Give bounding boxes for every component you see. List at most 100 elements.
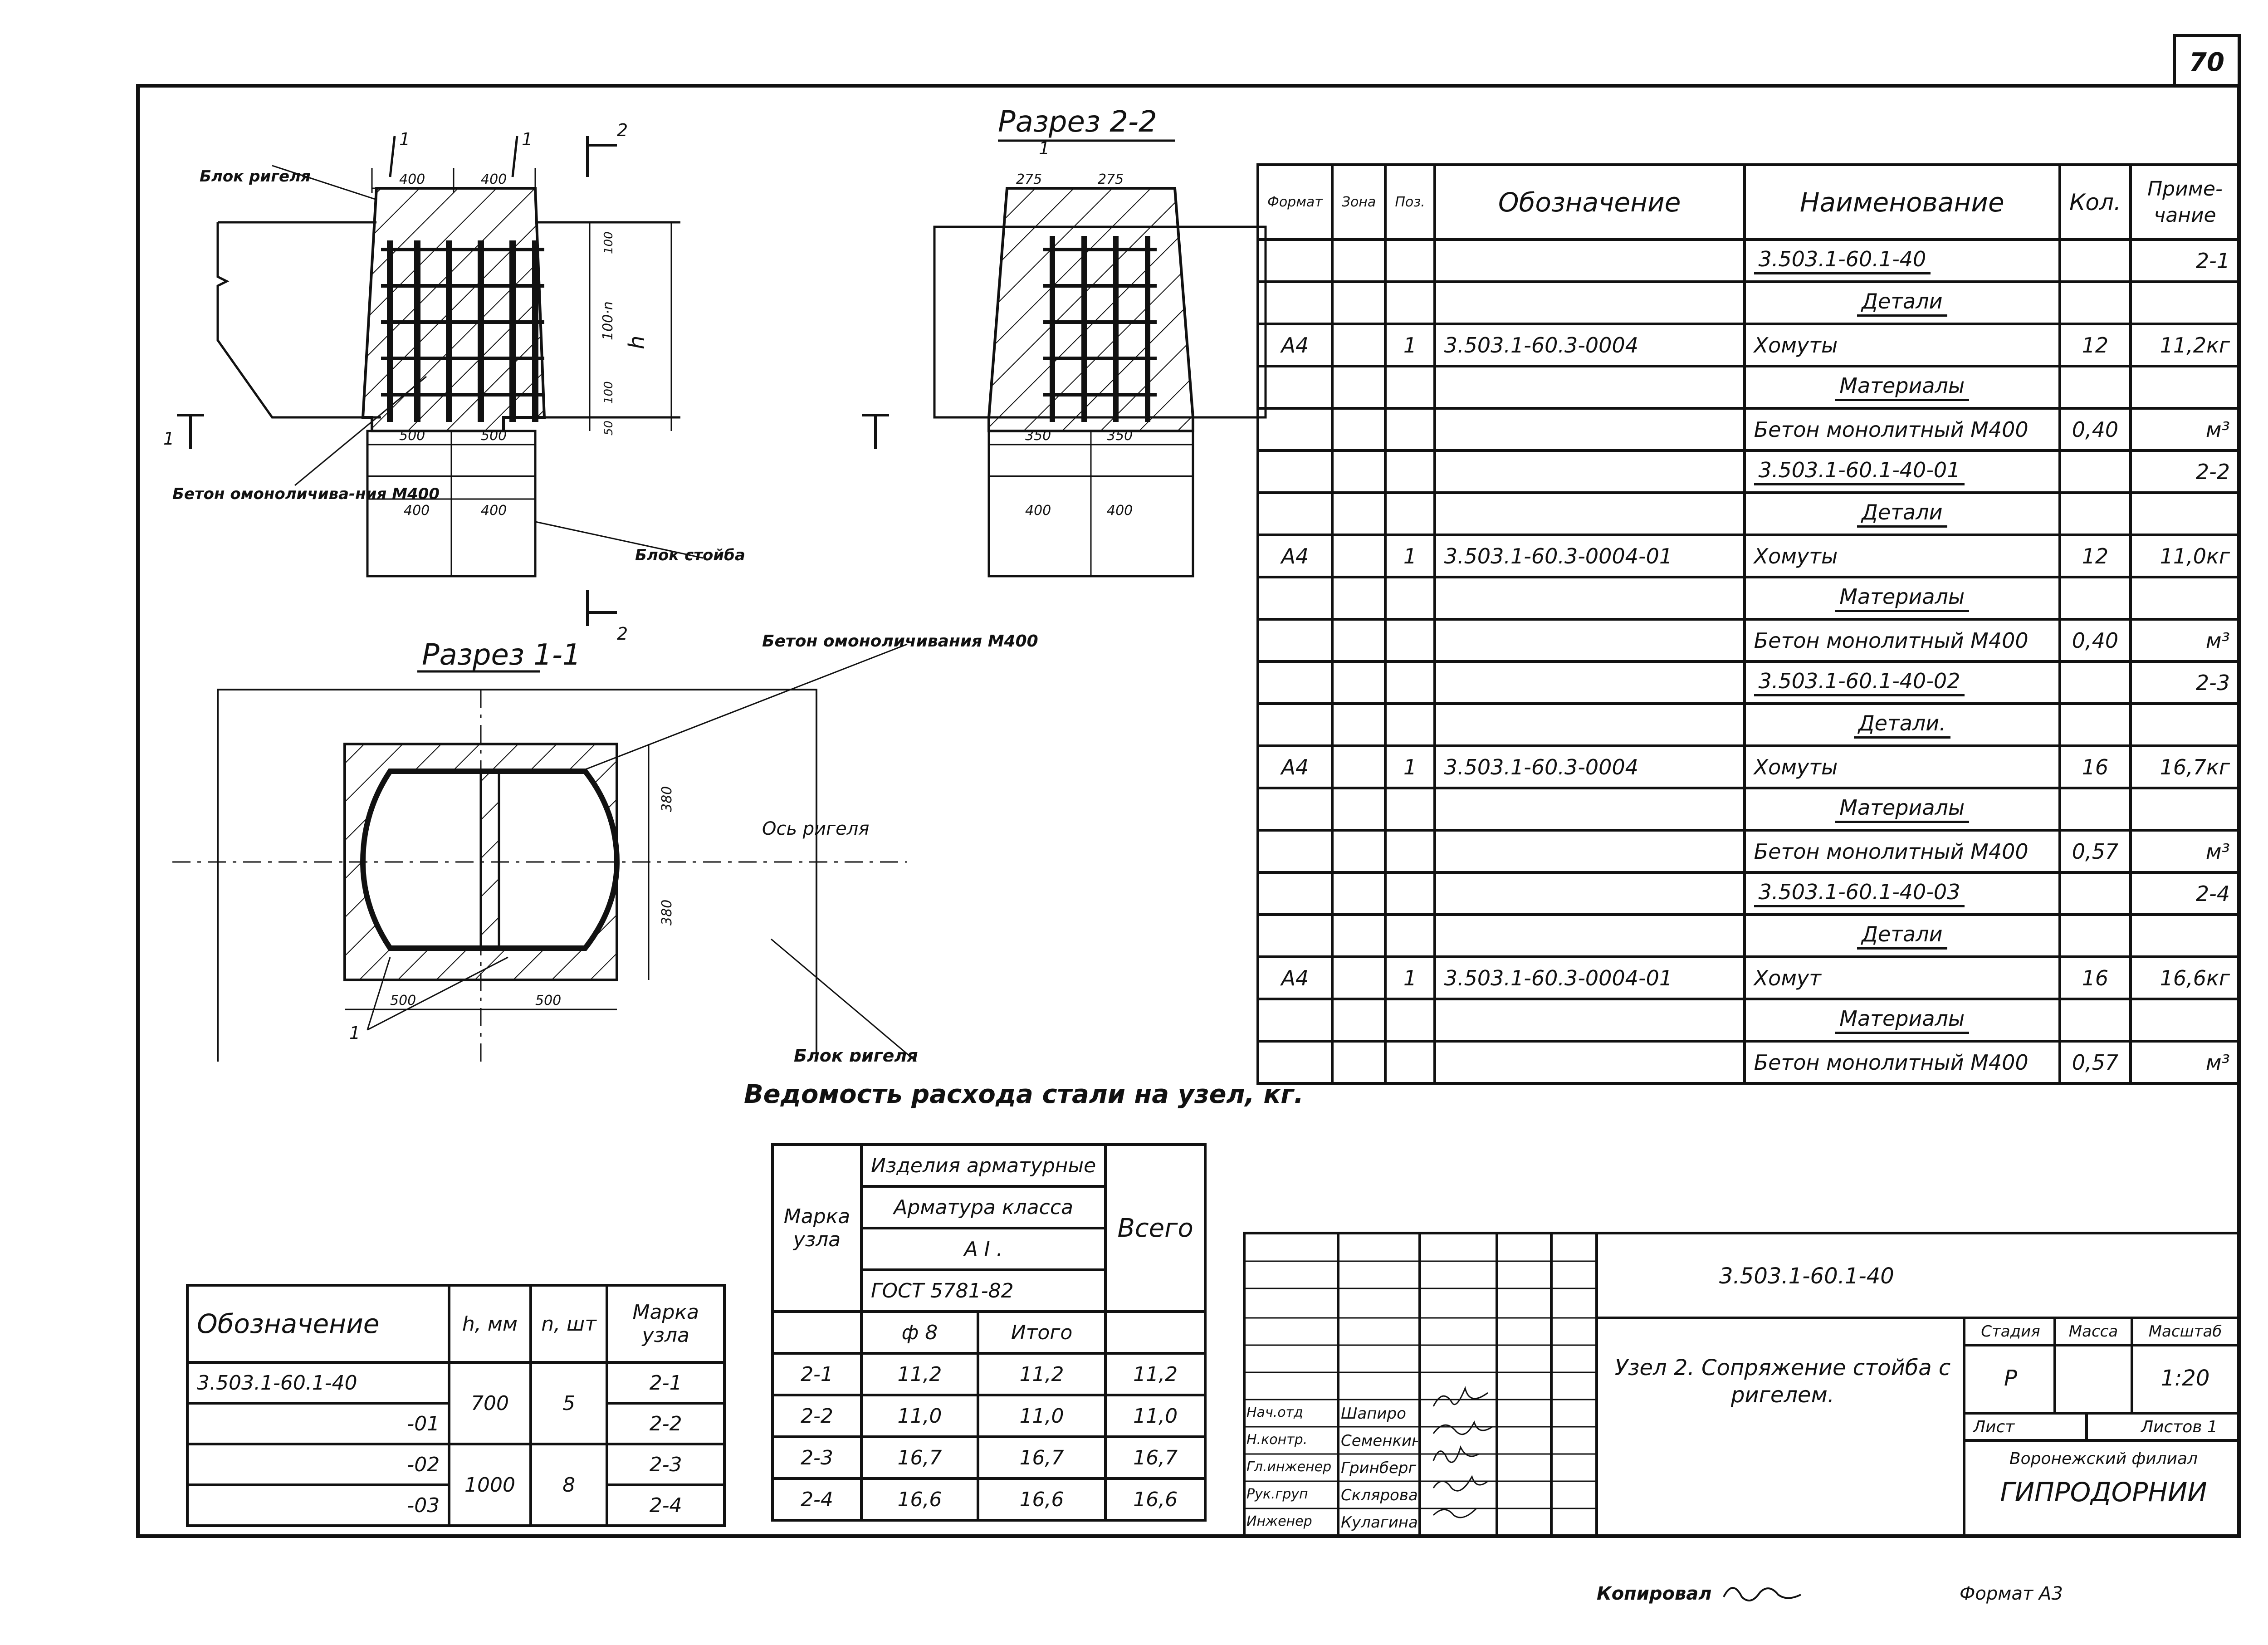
spec-cell-qty: 0,57: [2058, 1040, 2132, 1085]
mark-2-bottom: 2: [617, 624, 628, 644]
spec-cell-name: Хомуты: [1743, 744, 2061, 789]
title-mass-header: Масса: [2068, 1322, 2118, 1341]
spec-header-note: Приме-чание: [2129, 163, 2241, 241]
spec-cell-designation: 3.503.1-60.3-0004: [1433, 323, 1746, 367]
spec-cell-qty: 12: [2058, 534, 2132, 578]
spec-cell-name: Хомуты: [1743, 323, 2061, 367]
desig-row-3-mark: 2-3: [606, 1443, 726, 1486]
spec-cell-format: А4: [1256, 955, 1334, 1000]
steel-cell-mark: 2-1: [771, 1352, 863, 1396]
steel-header-ai: А I .: [860, 1227, 1107, 1271]
spec-cell-designation: 3.503.1-60.3-0004-01: [1433, 534, 1746, 578]
spec-cell-name: Бетон монолитный М400: [1743, 1040, 2061, 1085]
signer-name: Семенкин: [1341, 1432, 1418, 1450]
spec-cell-designation: 3.503.1-60.3-0004-01: [1433, 955, 1746, 1000]
spec-row: Материалы: [1256, 576, 2241, 621]
dim-500-c: 500: [390, 993, 416, 1009]
spec-cell-zone: [1330, 407, 1387, 452]
steel-header-gost: ГОСТ 5781-82: [860, 1268, 1107, 1313]
steel-header-mark: Марка узла: [771, 1143, 863, 1313]
spec-cell-note: [2129, 365, 2241, 410]
spec-cell-designation: 3.503.1-60.3-0004: [1433, 744, 1746, 789]
spec-cell-name: Бетон монолитный М400: [1743, 829, 2061, 874]
spec-cell-format: А4: [1256, 744, 1334, 789]
spec-cell-note: м³: [2129, 1040, 2241, 1085]
spec-cell-pos: [1384, 829, 1436, 874]
spec-cell-note: 2-1: [2129, 238, 2241, 283]
spec-cell-qty: 0,40: [2058, 618, 2132, 663]
desig-row-1-mark: 2-1: [606, 1361, 726, 1405]
spec-cell-pos: [1384, 618, 1436, 663]
spec-cell-format: [1256, 365, 1334, 410]
steel-cell-d8: 11,0: [860, 1394, 979, 1438]
spec-cell-designation: [1433, 702, 1746, 747]
spec-cell-zone: [1330, 534, 1387, 578]
spec-cell-zone: [1330, 280, 1387, 325]
spec-row: 3.503.1-60.1-40-01 2-2: [1256, 449, 2241, 494]
spec-cell-zone: [1330, 1040, 1387, 1085]
spec-cell-qty: [2058, 576, 2132, 621]
steel-cell-mark: 2-3: [771, 1435, 863, 1480]
steel-cell-subtotal: 16,7: [976, 1435, 1107, 1480]
mark-1-s22: 1: [1039, 138, 1050, 158]
spec-cell-zone: [1330, 955, 1387, 1000]
spec-cell-zone: [1330, 702, 1387, 747]
spec-cell-qty: [2058, 449, 2132, 494]
title-scale-header: Масштаб: [2148, 1322, 2222, 1341]
dim-400-d: 400: [481, 503, 507, 519]
spec-cell-format: [1256, 913, 1334, 958]
desig-header-n: n, шт: [529, 1284, 609, 1364]
title-code: 3.503.1-60.1-40: [1719, 1263, 1894, 1289]
spec-cell-note: 2-2: [2129, 449, 2241, 494]
spec-cell-designation: [1433, 365, 1746, 410]
spec-cell-name: Хомуты: [1743, 534, 2061, 578]
spec-cell-name: Детали.: [1743, 702, 2061, 747]
title-sheets: Листов 1: [2141, 1418, 2218, 1436]
title-org-1: Воронежский филиал: [2009, 1449, 2198, 1468]
spec-cell-designation: [1433, 618, 1746, 663]
spec-cell-name: Материалы: [1743, 787, 2061, 832]
desig-h-1000: 1000: [448, 1443, 532, 1527]
spec-cell-pos: 1: [1384, 534, 1436, 578]
spec-cell-pos: 1: [1384, 744, 1436, 789]
spec-cell-zone: [1330, 829, 1387, 874]
spec-cell-note: [2129, 702, 2241, 747]
spec-cell-designation: [1433, 871, 1746, 916]
spec-cell-name: Детали: [1743, 913, 2061, 958]
spec-cell-qty: [2058, 913, 2132, 958]
sheet-format: Формат А3: [1960, 1583, 2063, 1604]
steel-cell-d8: 16,7: [860, 1435, 979, 1480]
spec-cell-name: 3.503.1-60.1-40-01: [1743, 449, 2061, 494]
dim-50: 50: [602, 421, 616, 436]
spec-cell-note: 2-3: [2129, 660, 2241, 705]
spec-cell-format: [1256, 702, 1334, 747]
spec-cell-name: 3.503.1-60.1-40-02: [1743, 660, 2061, 705]
spec-cell-format: [1256, 407, 1334, 452]
steel-cell-total: 11,2: [1104, 1352, 1207, 1396]
spec-cell-format: [1256, 1040, 1334, 1085]
spec-cell-designation: [1433, 238, 1746, 283]
dim-400-e: 400: [1025, 503, 1051, 519]
spec-cell-qty: [2058, 998, 2132, 1043]
dim-275-a: 275: [1016, 171, 1042, 187]
dim-100-top: 100: [602, 231, 616, 254]
spec-cell-pos: 1: [1384, 323, 1436, 367]
desig-row-2-mark: 2-2: [606, 1402, 726, 1445]
desig-row-1-des: 3.503.1-60.1-40: [186, 1361, 451, 1405]
spec-cell-name: Материалы: [1743, 576, 2061, 621]
spec-cell-designation: [1433, 913, 1746, 958]
dim-400-b: 400: [481, 171, 507, 187]
steel-header-total: Всего: [1104, 1143, 1207, 1313]
spec-cell-name: Бетон монолитный М400: [1743, 407, 2061, 452]
spec-cell-qty: 0,57: [2058, 829, 2132, 874]
spec-cell-name: Материалы: [1743, 998, 2061, 1043]
elevation-view: 400 400 1 1 2 2 100 100·n 100 50 h 500 5…: [163, 120, 889, 644]
signer-role: Рук.груп: [1246, 1486, 1308, 1502]
copier-signature: [1723, 1587, 1801, 1601]
steel-cell-d8: 16,6: [860, 1477, 979, 1522]
spec-cell-zone: [1330, 576, 1387, 621]
spec-row: Детали: [1256, 491, 2241, 536]
spec-cell-name: Детали: [1743, 491, 2061, 536]
